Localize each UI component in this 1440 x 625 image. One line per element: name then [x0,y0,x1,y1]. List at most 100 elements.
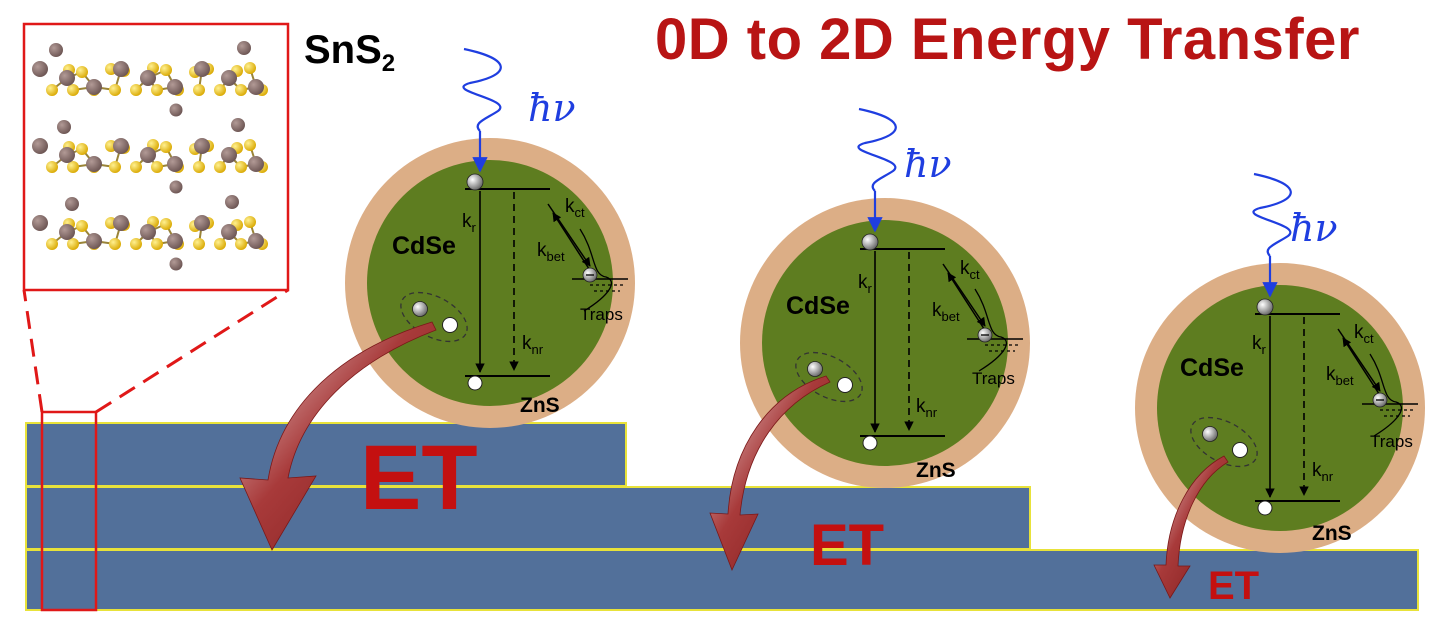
trap-distribution [974,288,1007,372]
exciton-hole [837,377,853,393]
cdse-core [1157,285,1403,531]
exciton-outline [1190,416,1258,468]
traps-label: Traps [580,305,623,324]
nanocrystal-3 [1135,172,1425,599]
s-atom [76,66,88,78]
et-label: ET [360,427,478,529]
exciton-outline [400,291,468,343]
sn-atom [59,224,75,240]
core-label: CdSe [392,232,456,260]
cdse-core [367,160,613,406]
exciton-electron [807,361,823,377]
sn-atom [248,156,264,172]
kbet-label: kbet [932,300,960,324]
s-atom [244,139,256,151]
s-atom [130,161,142,173]
nanocrystal-2 [709,107,1030,572]
exciton-hole [1232,442,1248,458]
cdse-core [762,220,1008,466]
traps-label: Traps [1370,432,1413,451]
et-label: ET [1208,564,1260,608]
kr-label: kr [1252,333,1266,357]
exciton-outline [795,351,863,403]
s-atom [46,238,58,250]
s-atom [214,161,226,173]
shell-label: ZnS [520,394,560,417]
sn-atom [169,103,183,117]
nanocrystal-1 [239,47,635,551]
layer-middle [25,486,1031,550]
trap-states [985,344,1019,352]
knr-label: knr [916,396,938,420]
s-atom [151,238,163,250]
sn-atom [86,233,102,249]
s-atom [46,161,58,173]
kbet-arrow [1342,337,1384,401]
s-atom [193,84,205,96]
s-atom [214,238,226,250]
et-label: ET [810,513,885,578]
diagram-title: 0D to 2D Energy Transfer [655,7,1360,72]
kbet-arrow [552,212,594,276]
s-atom [67,161,79,173]
sn-atom [57,120,71,134]
sn-atom [32,215,48,231]
core-label: CdSe [1180,354,1244,382]
s-atom [67,238,79,250]
trap-distribution [1369,353,1402,437]
s-atom [193,161,205,173]
traps-label: Traps [972,369,1015,388]
sn-atom [113,138,129,154]
energy-transfer-arrow [239,321,437,551]
sn-atom [167,156,183,172]
s-atom [151,84,163,96]
electron [466,173,484,191]
shell-label: ZnS [1312,522,1352,545]
sn-atom [65,197,79,211]
selection-box [40,410,98,612]
kbet-label: kbet [1326,364,1354,388]
kct-label: kct [1354,322,1374,346]
sn-atom [221,147,237,163]
sn-atom [32,138,48,154]
s-atom [130,238,142,250]
electron [1256,298,1274,316]
s-atom [244,62,256,74]
kr-label: kr [858,272,872,296]
trap-distribution [579,228,612,312]
sn-atom [140,147,156,163]
s-atom [160,141,172,153]
core-label: CdSe [786,292,850,320]
sn-atom [167,79,183,95]
sn-atom [221,70,237,86]
sn-atom [194,215,210,231]
shell-label: ZnS [916,459,956,482]
sn-atom [167,233,183,249]
s-atom [235,161,247,173]
sn-atom [194,61,210,77]
kbet-label: kbet [537,240,565,264]
s-atom [76,143,88,155]
sn-atom [169,180,183,194]
sn-atom [237,41,251,55]
exciton-electron [1202,426,1218,442]
s-atom [244,216,256,228]
trap-states [590,284,624,292]
sn-atom [231,118,245,132]
layer-bottom [25,549,1419,611]
sn-atom [113,215,129,231]
knr-label: knr [1312,460,1334,484]
photon-wave [1252,172,1292,257]
sn-atom [49,43,63,57]
hole [467,375,483,391]
sn-atom [225,195,239,209]
exciton-electron [412,301,428,317]
crystal-structure-inset [22,22,290,292]
s-atom [46,84,58,96]
sn-atom [221,224,237,240]
sn-atom [140,70,156,86]
energy-transfer-arrow [709,375,831,572]
knr-label: knr [522,333,544,357]
sns2-layers [25,422,1419,611]
